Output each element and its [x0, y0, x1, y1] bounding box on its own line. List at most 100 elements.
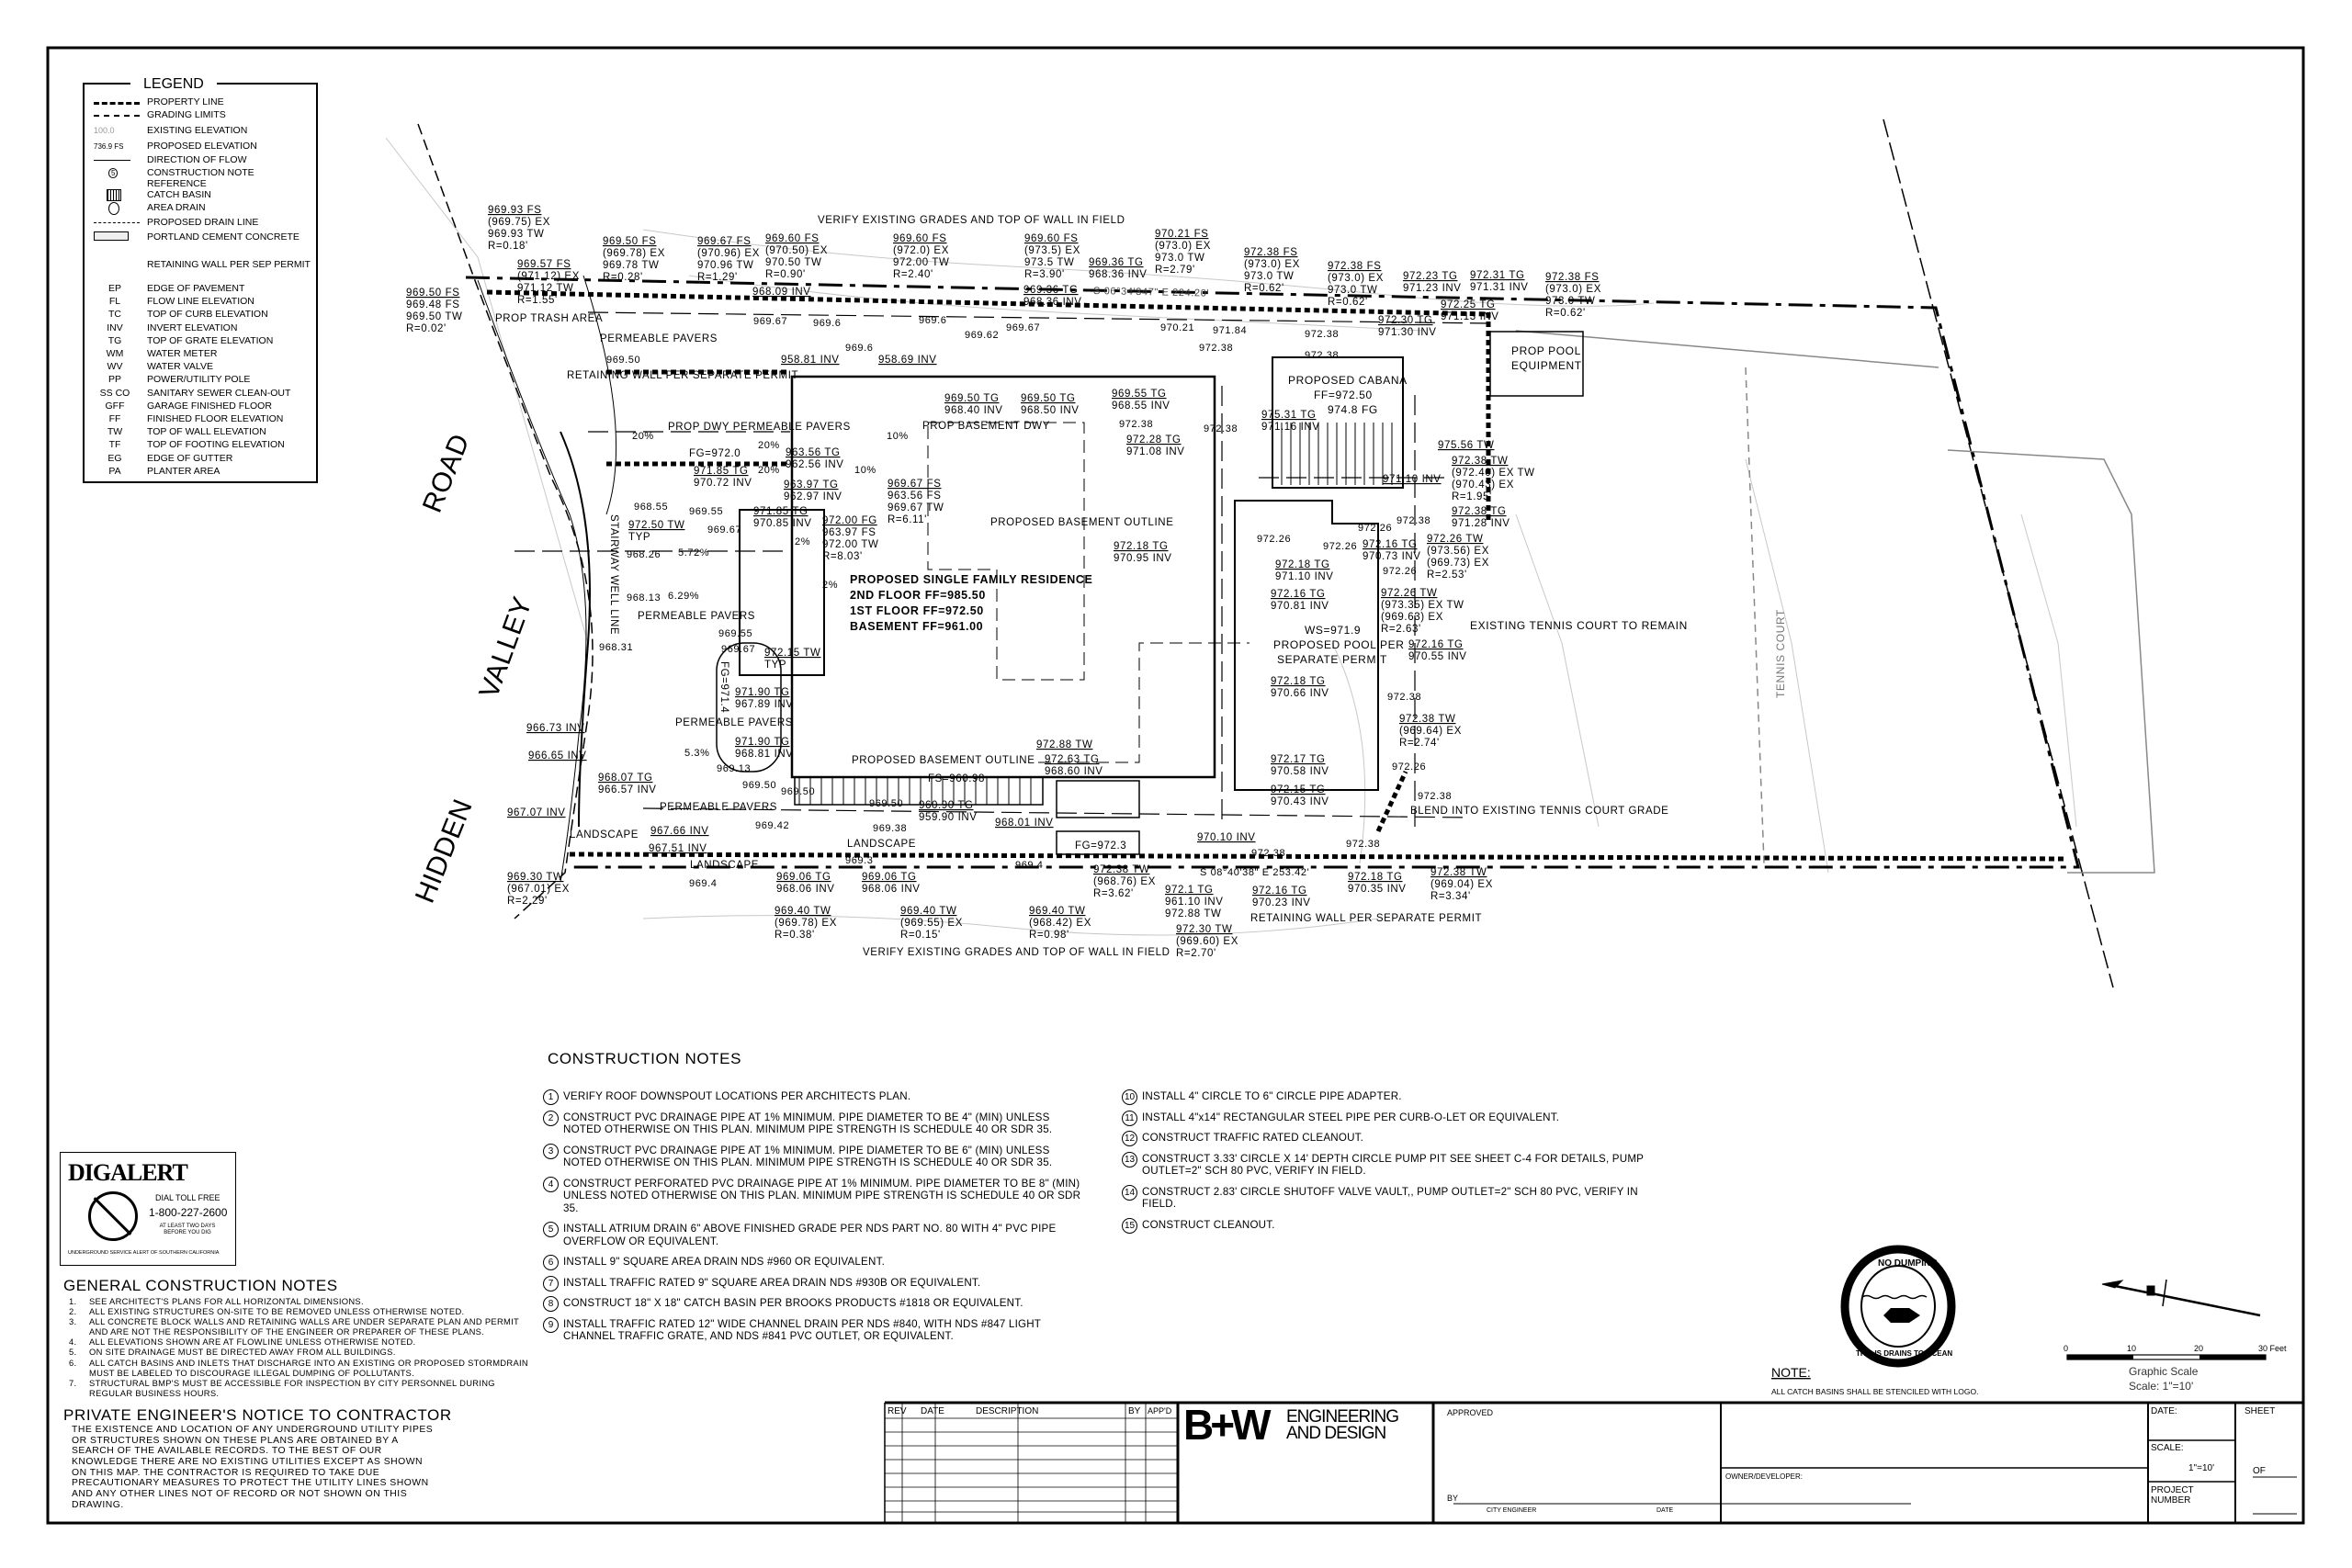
- spot-elevation-group: 970.21: [1160, 322, 1194, 333]
- elevation-callout-group: 966.73 INV: [526, 723, 584, 734]
- area-label: STAIRWAY WELL LINE: [608, 514, 619, 635]
- spot-elevation-group: 972.26: [1383, 566, 1417, 577]
- general-notes-title: GENERAL CONSTRUCTION NOTES: [63, 1277, 338, 1294]
- spot-elevation: 20%: [758, 465, 780, 476]
- legend-label: AREA DRAIN: [147, 202, 206, 213]
- legend-label: PROPERTY LINE: [147, 96, 224, 107]
- area-label-group: PROP BASEMENT DWY: [922, 421, 1049, 432]
- digalert-dial: DIAL TOLL FREE: [155, 1193, 220, 1202]
- rev-header: REV: [888, 1406, 907, 1416]
- abbreviation-meaning: FLOW LINE ELEVATION: [147, 296, 254, 308]
- area-label-group: PROPOSED BASEMENT OUTLINE: [852, 755, 1035, 766]
- area-label: PERMEABLE PAVERS: [600, 333, 718, 344]
- area-label: PROPOSED BASEMENT OUTLINE: [852, 755, 1035, 766]
- spot-elevation-group: 972.38: [1396, 515, 1430, 526]
- road-label-valley: VALLEY: [474, 592, 538, 702]
- drain-line-symbol-icon: [94, 217, 140, 223]
- spot-elevation-group: 968.26: [627, 549, 661, 560]
- spot-elevation-group: 969.50: [869, 798, 903, 809]
- firm-name: ENGINEERING AND DESIGN: [1286, 1408, 1399, 1442]
- note-number-badge: 2: [543, 1110, 559, 1126]
- spot-elevation: 969.55: [689, 506, 723, 517]
- abbreviation-code: FF: [108, 413, 121, 424]
- blend-grade-label: BLEND INTO EXISTING TENNIS COURT GRADE: [1410, 806, 1668, 817]
- area-label: PROP TRASH AREA: [495, 313, 603, 324]
- abbreviation-meaning: FINISHED FLOOR ELEVATION: [147, 413, 284, 424]
- concrete-symbol-icon: [94, 231, 140, 241]
- existing-tennis-court: [1515, 330, 2155, 874]
- legend-item: PORTLAND CEMENT CONCRETE: [85, 231, 320, 244]
- elevation-callout-group: 966.65 INV: [528, 750, 586, 761]
- note-text: CONSTRUCT TRAFFIC RATED CLEANOUT.: [1142, 1132, 1364, 1144]
- spot-elevation-group: 20%: [758, 440, 779, 451]
- flow-arrow-symbol-icon: [94, 154, 140, 161]
- hidden-valley-road: [417, 123, 617, 919]
- proposed-elevation-symbol-icon: 736.9 FS: [94, 141, 140, 152]
- spot-elevation: 2%: [795, 536, 810, 547]
- elevation-callout: 967.51 INV: [649, 843, 707, 854]
- title-block: [884, 1401, 2303, 1523]
- area-label-group: PROPOSED BASEMENT OUTLINE: [990, 517, 1173, 528]
- elevation-callout: 970.10 INV: [1197, 832, 1256, 843]
- stencil-bottom-text: THIS IS DRAINS TO OCEAN: [1856, 1349, 1952, 1358]
- spot-elevation-group: 969.55: [689, 506, 723, 517]
- spot-elevation: 969.13: [717, 763, 751, 774]
- sheet-label: SHEET: [2245, 1406, 2276, 1416]
- elevation-callout: 958.81 INV: [781, 355, 840, 366]
- svg-text:PROPOSED SINGLE FAMILY RESIDEN: PROPOSED SINGLE FAMILY RESIDENCE: [850, 573, 1092, 586]
- construction-notes-title: CONSTRUCTION NOTES: [548, 1050, 742, 1067]
- spot-elevation: 969.55: [718, 628, 752, 639]
- area-label-group: LANDSCAPE: [690, 860, 758, 871]
- no-dumping-stencil-logo: NO DUMPING THIS IS DRAINS TO OCEAN: [1840, 1245, 1956, 1368]
- sheet-border: [46, 46, 2305, 1525]
- spot-elevation: 972.26: [1392, 761, 1426, 773]
- abbreviation-meaning: POWER/UTILITY POLE: [147, 374, 251, 386]
- legend-label: PROPOSED DRAIN LINE: [147, 217, 259, 228]
- elevation-callout: 968.01 INV: [995, 818, 1054, 829]
- spot-elevation: 969.6: [919, 315, 947, 326]
- note-number-badge: 11: [1122, 1110, 1137, 1126]
- spot-elevation: 969.67: [721, 644, 755, 655]
- spot-elevation-group: 969.4: [1015, 860, 1043, 871]
- abbreviation-code: FL: [108, 296, 121, 308]
- abbreviation-code: SS CO: [99, 387, 130, 399]
- existing-elevation-symbol-icon: 100.0: [94, 125, 140, 136]
- spot-elevation: 969.50: [781, 786, 815, 797]
- bearing-bottom: S 08°40'38" E 253.42': [1200, 867, 1309, 878]
